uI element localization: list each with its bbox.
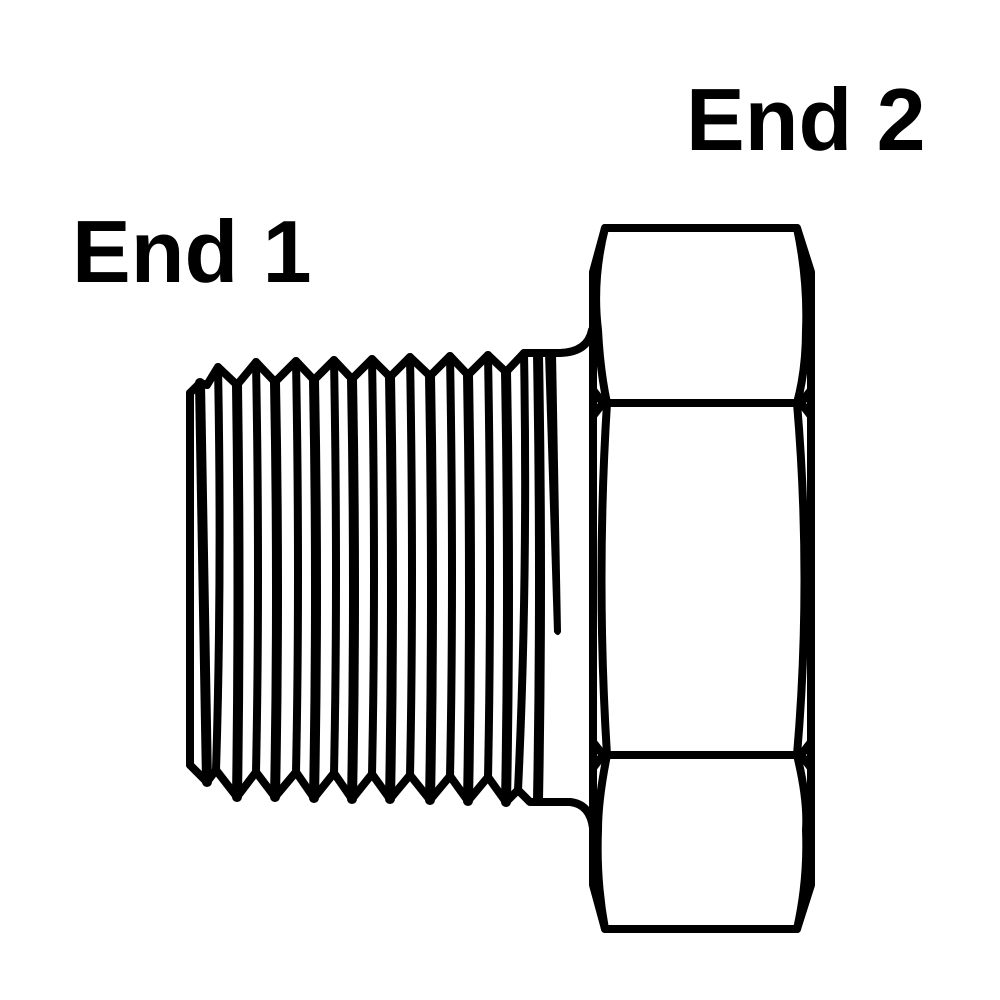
threaded-end xyxy=(186,349,545,807)
neck-top-fillet xyxy=(536,326,596,357)
hex-top-face xyxy=(592,224,811,407)
end-1-label: End 1 xyxy=(72,202,312,301)
neck xyxy=(536,326,597,832)
hex-bottom-face xyxy=(593,751,811,933)
hex-body xyxy=(589,224,815,933)
end-2-label: End 2 xyxy=(686,70,926,169)
hex-middle-face xyxy=(597,399,809,759)
hex-outline xyxy=(589,224,815,933)
hex-right-upper-chamfer xyxy=(797,386,815,420)
neck-bottom-fillet xyxy=(536,798,597,832)
hex-left-upper-chamfer xyxy=(589,386,607,420)
hex-left-lower-chamfer xyxy=(589,738,607,772)
neck-relief-wedge xyxy=(545,353,561,635)
hex-right-lower-chamfer xyxy=(797,738,815,772)
thread-flanks xyxy=(195,349,545,807)
